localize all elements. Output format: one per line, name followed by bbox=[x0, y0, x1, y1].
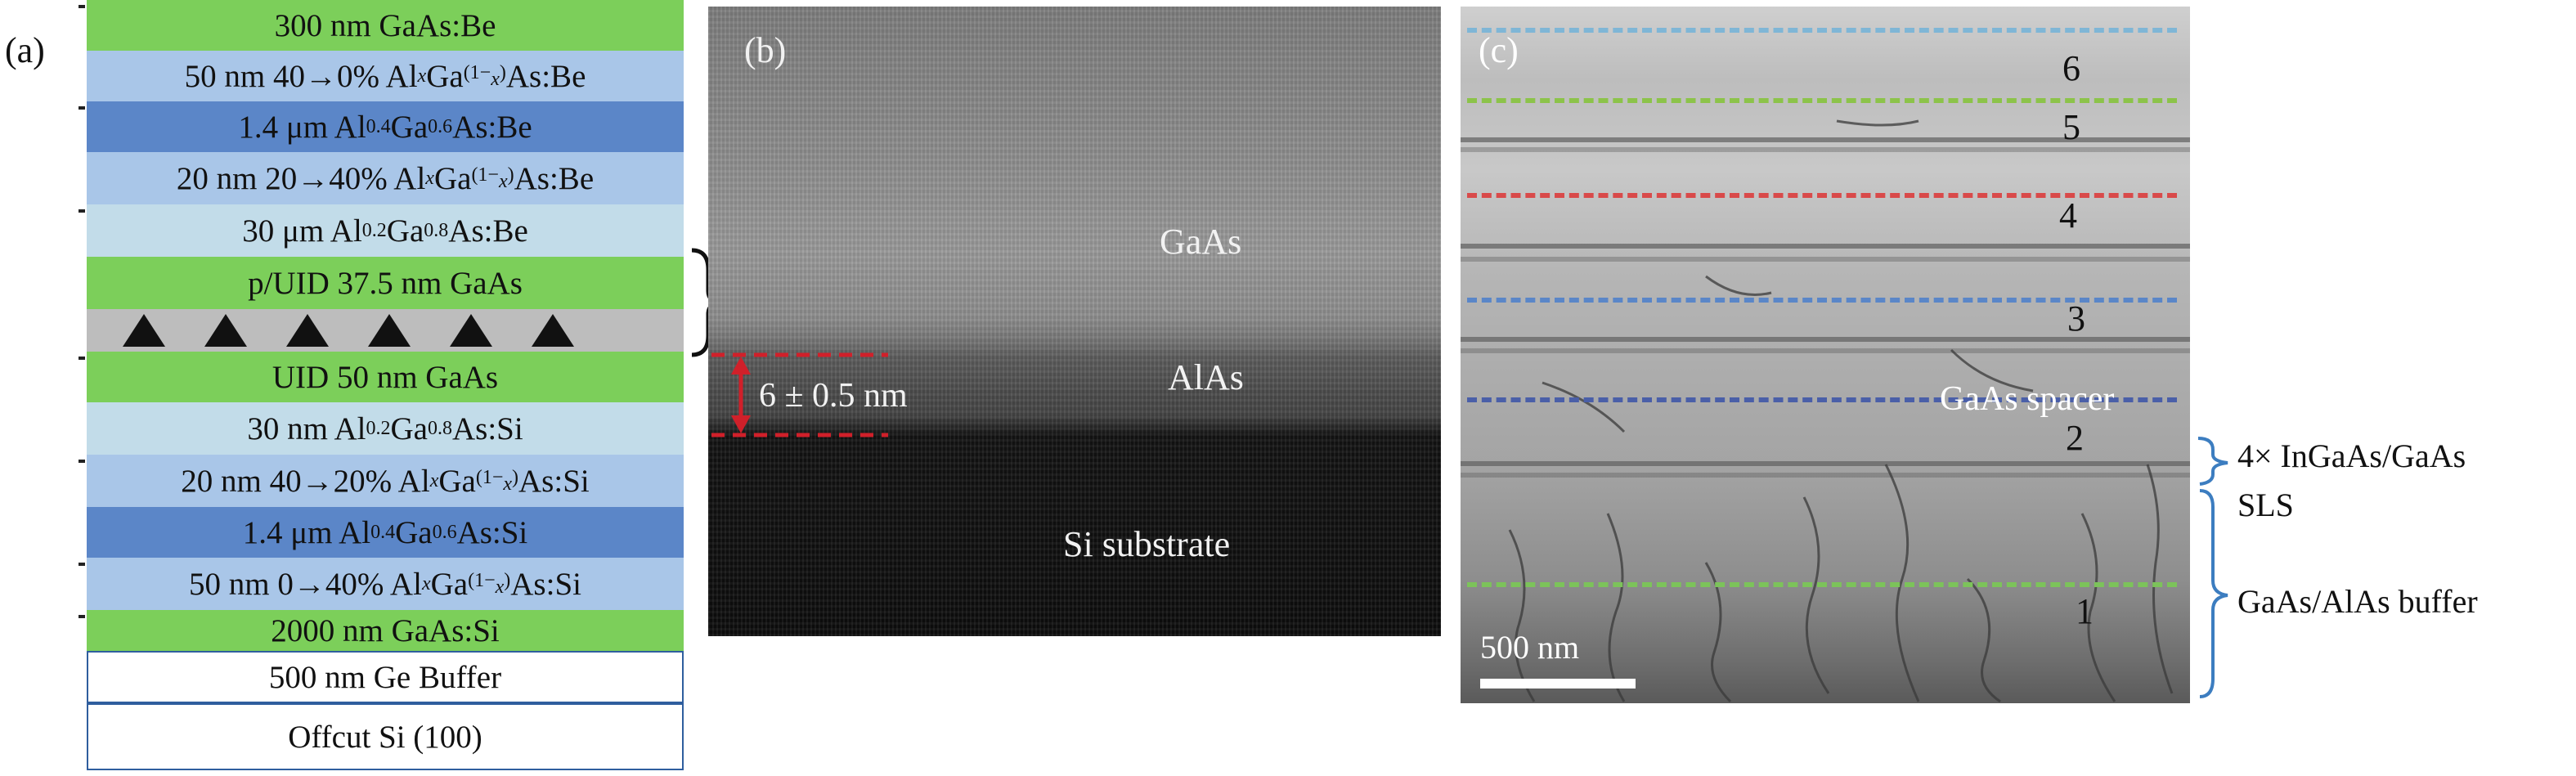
quantum-dot-1 bbox=[123, 314, 165, 347]
dash-line-6 bbox=[1467, 582, 2177, 587]
quantum-dot-3 bbox=[286, 314, 329, 347]
quantum-dot-4 bbox=[368, 314, 411, 347]
edge-tick-6 bbox=[79, 563, 85, 566]
sls-label-line1: 4× InGaAs/GaAs bbox=[2237, 437, 2466, 474]
sls-label-line2: SLS bbox=[2237, 487, 2294, 523]
layer-l13: 2000 nm GaAs:Si bbox=[87, 610, 684, 651]
quantum-dot-5 bbox=[450, 314, 492, 347]
tem-image-b: (b) GaAs AlAs Si substrate 6 ± 0.5 nm bbox=[708, 7, 1441, 636]
layer-l14: 500 nm Ge Buffer bbox=[87, 651, 684, 703]
edge-tick-1 bbox=[79, 5, 85, 8]
quantum-dots bbox=[123, 314, 574, 347]
layer-number-6: 6 bbox=[2062, 48, 2080, 88]
quantum-dot-6 bbox=[532, 314, 574, 347]
gaas-spacer-label: GaAs spacer bbox=[1940, 380, 2115, 418]
alas-label: AlAs bbox=[1168, 357, 1244, 397]
layer-l6: p/UID 37.5 nm GaAs bbox=[87, 257, 684, 309]
scale-bar-label: 500 nm bbox=[1480, 629, 1580, 666]
panel-a-label: (a) bbox=[5, 30, 45, 70]
layer-number-2: 2 bbox=[2066, 418, 2084, 458]
si-substrate-label: Si substrate bbox=[1063, 524, 1231, 564]
layer-number-3: 3 bbox=[2067, 298, 2085, 339]
layer-l1: 300 nm GaAs:Be bbox=[87, 0, 684, 51]
panel-c-label: (c) bbox=[1479, 30, 1519, 70]
tem-image-c: (c) 6 5 4 3 2 1 GaAs spacer 500 nm bbox=[1461, 7, 2190, 703]
thickness-marker bbox=[711, 352, 888, 437]
panel-b-label: (b) bbox=[744, 30, 787, 70]
thickness-label: 6 ± 0.5 nm bbox=[759, 377, 908, 415]
dash-line-5 bbox=[1467, 397, 2177, 402]
edge-tick-4 bbox=[79, 357, 85, 360]
dash-line-2 bbox=[1467, 98, 2177, 103]
edge-tick-3 bbox=[79, 209, 85, 213]
layer-l7 bbox=[87, 309, 684, 352]
layer-number-5: 5 bbox=[2062, 107, 2080, 147]
dislocations bbox=[1508, 119, 2174, 703]
dash-line-3 bbox=[1467, 193, 2177, 198]
dash-line-1 bbox=[1467, 28, 2177, 33]
quantum-dot-2 bbox=[204, 314, 247, 347]
layer-l15: Offcut Si (100) bbox=[87, 703, 684, 770]
edge-tick-2 bbox=[79, 106, 85, 110]
dash-line-4 bbox=[1467, 298, 2177, 303]
layer-number-1: 1 bbox=[2076, 591, 2094, 631]
layer-number-4: 4 bbox=[2059, 195, 2077, 235]
gaas-label: GaAs bbox=[1160, 222, 1242, 262]
buffer-label: GaAs/AlAs buffer bbox=[2237, 583, 2478, 620]
side-braces bbox=[2197, 437, 2228, 698]
scale-bar bbox=[1480, 679, 1636, 689]
edge-tick-5 bbox=[79, 460, 85, 463]
edge-tick-7 bbox=[79, 615, 85, 618]
layer-l8: UID 50 nm GaAs bbox=[87, 352, 684, 402]
